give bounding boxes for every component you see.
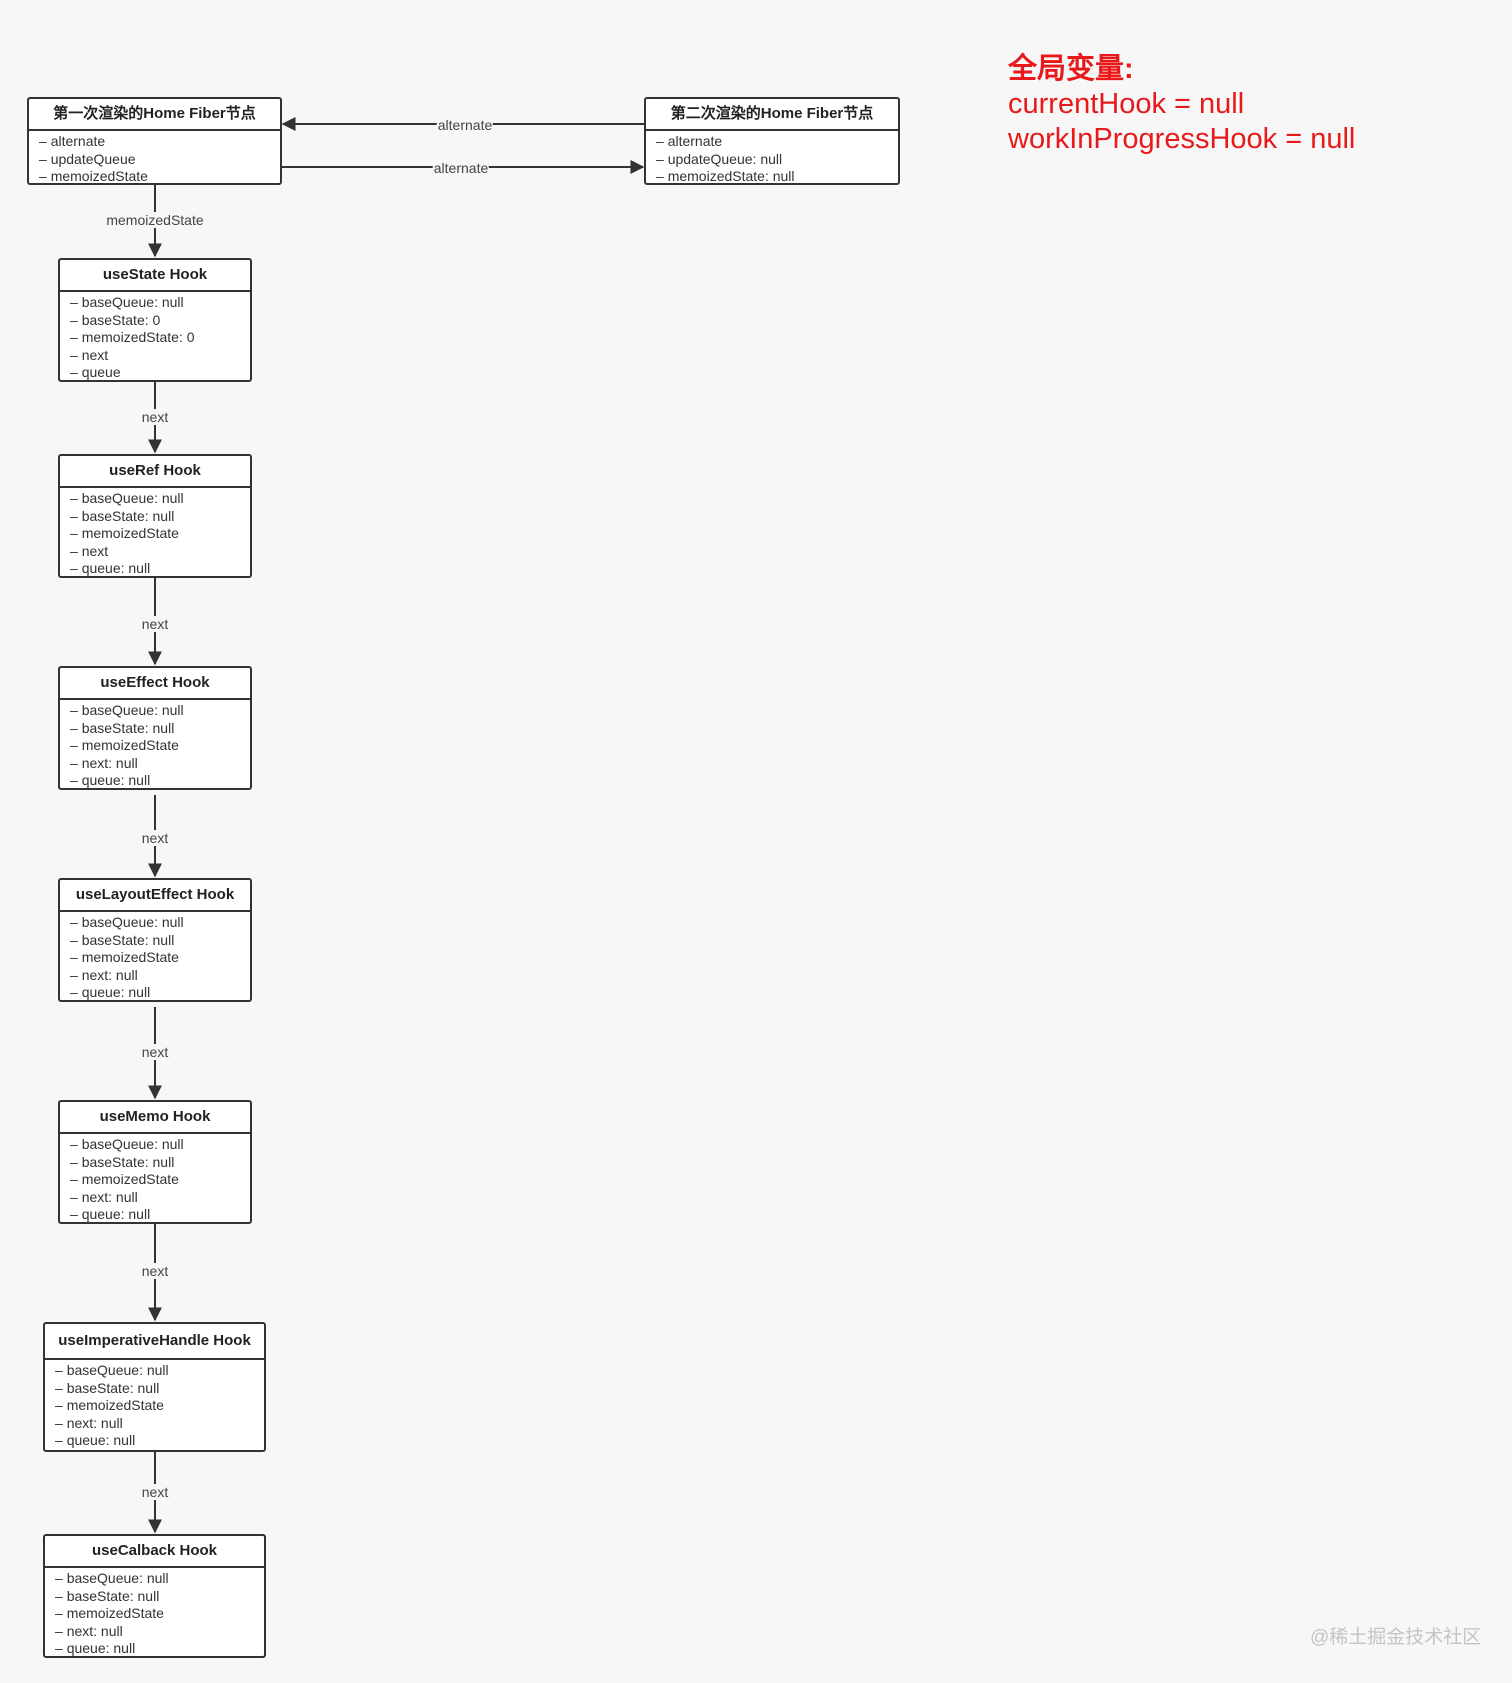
hook-field: memoizedState xyxy=(70,949,250,967)
hook-field: next: null xyxy=(70,967,250,985)
hook-node-use-memo: useMemo Hook baseQueue: null baseState: … xyxy=(58,1100,252,1224)
first-fiber-field-memoized-state: memoizedState xyxy=(39,168,280,186)
second-fiber-field-alternate: alternate xyxy=(656,133,898,151)
hook-node-title: useState Hook xyxy=(60,260,250,292)
second-fiber-node: 第二次渲染的Home Fiber节点 alternate updateQueue… xyxy=(644,97,900,185)
hook-field: queue: null xyxy=(70,984,250,1002)
hook-field: memoizedState xyxy=(70,737,250,755)
watermark: @稀土掘金技术社区 xyxy=(1310,1627,1482,1648)
hook-field: next: null xyxy=(55,1415,264,1433)
second-fiber-node-title: 第二次渲染的Home Fiber节点 xyxy=(646,99,898,131)
hook-field: baseQueue: null xyxy=(70,294,250,312)
first-fiber-node-title: 第一次渲染的Home Fiber节点 xyxy=(29,99,280,131)
next-label-6: next xyxy=(140,1484,170,1500)
hook-field: baseQueue: null xyxy=(70,702,250,720)
hook-field: memoizedState xyxy=(70,525,250,543)
hook-node-title: useLayoutEffect Hook xyxy=(60,880,250,912)
hook-node-use-imperative-handle: useImperativeHandle Hook baseQueue: null… xyxy=(43,1322,266,1452)
hook-field: next: null xyxy=(70,1189,250,1207)
hook-node-title: useRef Hook xyxy=(60,456,250,488)
first-fiber-field-update-queue: updateQueue xyxy=(39,151,280,169)
hook-field: baseState: 0 xyxy=(70,312,250,330)
hook-field: baseQueue: null xyxy=(55,1570,264,1588)
first-fiber-field-alternate: alternate xyxy=(39,133,280,151)
next-label-2: next xyxy=(140,616,170,632)
hook-node-title: useImperativeHandle Hook xyxy=(45,1324,264,1360)
hook-field: queue: null xyxy=(70,772,250,790)
next-label-4: next xyxy=(140,1044,170,1060)
hook-node-title: useMemo Hook xyxy=(60,1102,250,1134)
hook-field: queue: null xyxy=(55,1432,264,1450)
hook-node-use-callback: useCalback Hook baseQueue: null baseStat… xyxy=(43,1534,266,1658)
hook-node-use-ref: useRef Hook baseQueue: null baseState: n… xyxy=(58,454,252,578)
alternate-forward-label: alternate xyxy=(432,160,490,176)
hook-field: baseQueue: null xyxy=(70,490,250,508)
first-fiber-node: 第一次渲染的Home Fiber节点 alternate updateQueue… xyxy=(27,97,282,185)
hook-field: next: null xyxy=(70,755,250,773)
hook-field: memoizedState: 0 xyxy=(70,329,250,347)
hook-field: next: null xyxy=(55,1623,264,1641)
hook-field: next xyxy=(70,347,250,365)
hook-field: baseState: null xyxy=(70,1154,250,1172)
hook-node-use-layout-effect: useLayoutEffect Hook baseQueue: null bas… xyxy=(58,878,252,1002)
hook-field: baseState: null xyxy=(55,1588,264,1606)
hook-node-title: useEffect Hook xyxy=(60,668,250,700)
hook-field: queue: null xyxy=(70,1206,250,1224)
hook-field: baseQueue: null xyxy=(55,1362,264,1380)
hook-field: baseState: null xyxy=(70,720,250,738)
second-fiber-field-update-queue: updateQueue: null xyxy=(656,151,898,169)
hook-field: memoizedState xyxy=(70,1171,250,1189)
hook-field: queue: null xyxy=(55,1640,264,1658)
hook-field: baseState: null xyxy=(55,1380,264,1398)
second-fiber-field-memoized-state: memoizedState: null xyxy=(656,168,898,186)
next-label-1: next xyxy=(140,409,170,425)
hook-field: baseQueue: null xyxy=(70,914,250,932)
hook-field: baseState: null xyxy=(70,508,250,526)
hook-node-use-state: useState Hook baseQueue: null baseState:… xyxy=(58,258,252,382)
hook-field: baseState: null xyxy=(70,932,250,950)
memoized-state-label: memoizedState xyxy=(105,212,205,228)
hook-field: memoizedState xyxy=(55,1605,264,1623)
hook-field: queue: null xyxy=(70,560,250,578)
hook-field: memoizedState xyxy=(55,1397,264,1415)
hook-field: baseQueue: null xyxy=(70,1136,250,1154)
hook-field: queue xyxy=(70,364,250,382)
global-variables-note: 全局变量: currentHook = null workInProgressH… xyxy=(1008,52,1355,157)
hook-field: next xyxy=(70,543,250,561)
hook-node-use-effect: useEffect Hook baseQueue: null baseState… xyxy=(58,666,252,790)
hook-node-title: useCalback Hook xyxy=(45,1536,264,1568)
next-label-3: next xyxy=(140,830,170,846)
current-hook-value: currentHook = null xyxy=(1008,88,1245,120)
global-variables-title: 全局变量: xyxy=(1008,53,1134,85)
work-in-progress-hook-value: workInProgressHook = null xyxy=(1008,123,1356,155)
alternate-back-label: alternate xyxy=(436,117,494,133)
next-label-5: next xyxy=(140,1263,170,1279)
